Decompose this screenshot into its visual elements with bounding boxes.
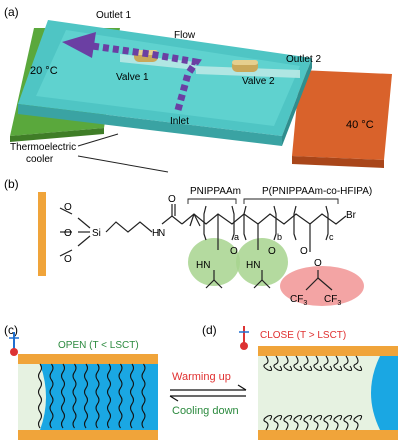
panel-d-label: (d)	[202, 323, 217, 337]
green-ellipse-b	[236, 238, 288, 286]
polymer-chain-collapsed	[353, 414, 363, 431]
open-state-label: OPEN (T < LSCT)	[58, 340, 139, 351]
flow-label: Flow	[174, 30, 196, 41]
polymer-chain-collapsed	[333, 355, 343, 372]
polymer-chain-extended	[141, 363, 146, 429]
polymer-chain-collapsed	[263, 414, 273, 431]
polymer-chain-extended	[49, 363, 54, 429]
cooling-label: Cooling down	[172, 405, 239, 417]
close-state-label: CLOSE (T > LSCT)	[260, 330, 346, 341]
ester-o: O	[314, 258, 322, 269]
reversible-arrows	[169, 384, 247, 402]
panel-a-label: (a)	[4, 5, 19, 19]
oxygen-1: O	[64, 202, 72, 213]
polymer-chain-collapsed	[353, 355, 363, 372]
oxygen-3: O	[64, 254, 72, 265]
amide-n: N	[158, 228, 165, 239]
polymer-chain-collapsed	[293, 414, 303, 431]
carbonyl-o-c: O	[300, 246, 308, 257]
valve2-icon	[232, 60, 258, 72]
polymer-chain-extended	[129, 363, 135, 429]
hn-b: HN	[246, 260, 260, 271]
oxygen-2: O	[64, 228, 72, 239]
polymer-chain-extended	[37, 363, 43, 429]
panel-c-label: (c)	[4, 323, 18, 337]
surface-bar	[38, 192, 46, 276]
valve2-label: Valve 2	[242, 76, 275, 87]
polymer-chain-collapsed	[273, 414, 283, 431]
polymer-chain-collapsed	[273, 355, 283, 372]
polymer-chain-collapsed	[283, 414, 293, 431]
carbonyl-o-b: O	[268, 246, 276, 257]
polymer-chain-extended	[106, 363, 112, 429]
polymer-chain-extended	[83, 363, 89, 429]
cf3-right: CF3	[324, 294, 341, 307]
polymer-chain-collapsed	[303, 355, 313, 372]
polymer-chain-extended	[95, 363, 100, 429]
block1-label: PNIPPAAm	[190, 186, 241, 197]
subscript-b: b	[277, 232, 282, 242]
outlet2-label: Outlet 2	[286, 54, 321, 65]
temp-left-label: 20 °C	[30, 65, 58, 77]
block-brackets	[187, 198, 339, 204]
green-ellipse-a	[188, 238, 240, 286]
polymer-chain-collapsed	[343, 414, 353, 431]
cf3-left: CF3	[290, 294, 307, 307]
panel-b-label: (b)	[4, 177, 19, 191]
warming-label: Warming up	[172, 371, 231, 383]
cooler-label-line2: cooler	[26, 154, 54, 165]
polymer-chain-collapsed	[323, 355, 333, 372]
red-ellipse	[280, 266, 364, 306]
channel-closed	[258, 346, 398, 440]
polymer-chain-collapsed	[343, 355, 353, 372]
thermometer-cold-icon	[9, 332, 19, 356]
silicon-label: Si	[92, 228, 101, 239]
amide-o: O	[168, 194, 176, 205]
channel-open	[18, 354, 158, 440]
polymer-chain-extended	[60, 363, 66, 429]
thermometer-hot-icon	[239, 326, 249, 350]
polymer-chain-collapsed	[313, 414, 323, 431]
flow-arrow	[62, 32, 202, 111]
carbonyl-o-a: O	[230, 246, 238, 257]
polymer-chain-collapsed	[313, 355, 323, 372]
polymer-chain-extended	[72, 363, 77, 429]
polymer-chain-collapsed	[333, 414, 343, 431]
cooler-label-line1: Thermoelectric	[10, 142, 76, 153]
chemical-structure	[59, 204, 347, 291]
hn-a: HN	[196, 260, 210, 271]
valve1-label: Valve 1	[116, 72, 149, 83]
temp-right-label: 40 °C	[346, 119, 374, 131]
inlet-label: Inlet	[170, 116, 189, 127]
subscript-a: a	[234, 232, 239, 242]
polymer-chain-collapsed	[263, 355, 273, 372]
cooler-leader-lines	[77, 133, 169, 173]
polymer-chain-extended	[118, 363, 123, 429]
polymer-chain-collapsed	[303, 414, 313, 431]
amide-h: H	[152, 228, 159, 239]
polymer-chain-collapsed	[283, 355, 293, 372]
block2-label: P(PNIPPAAm-co-HFIPA)	[262, 186, 372, 197]
outlet1-label: Outlet 1	[96, 10, 131, 21]
subscript-c: c	[329, 232, 334, 242]
bromine-label: Br	[346, 210, 357, 221]
polymer-chain-collapsed	[323, 414, 333, 431]
polymer-chain-collapsed	[293, 355, 303, 372]
orange-stage	[292, 70, 392, 168]
